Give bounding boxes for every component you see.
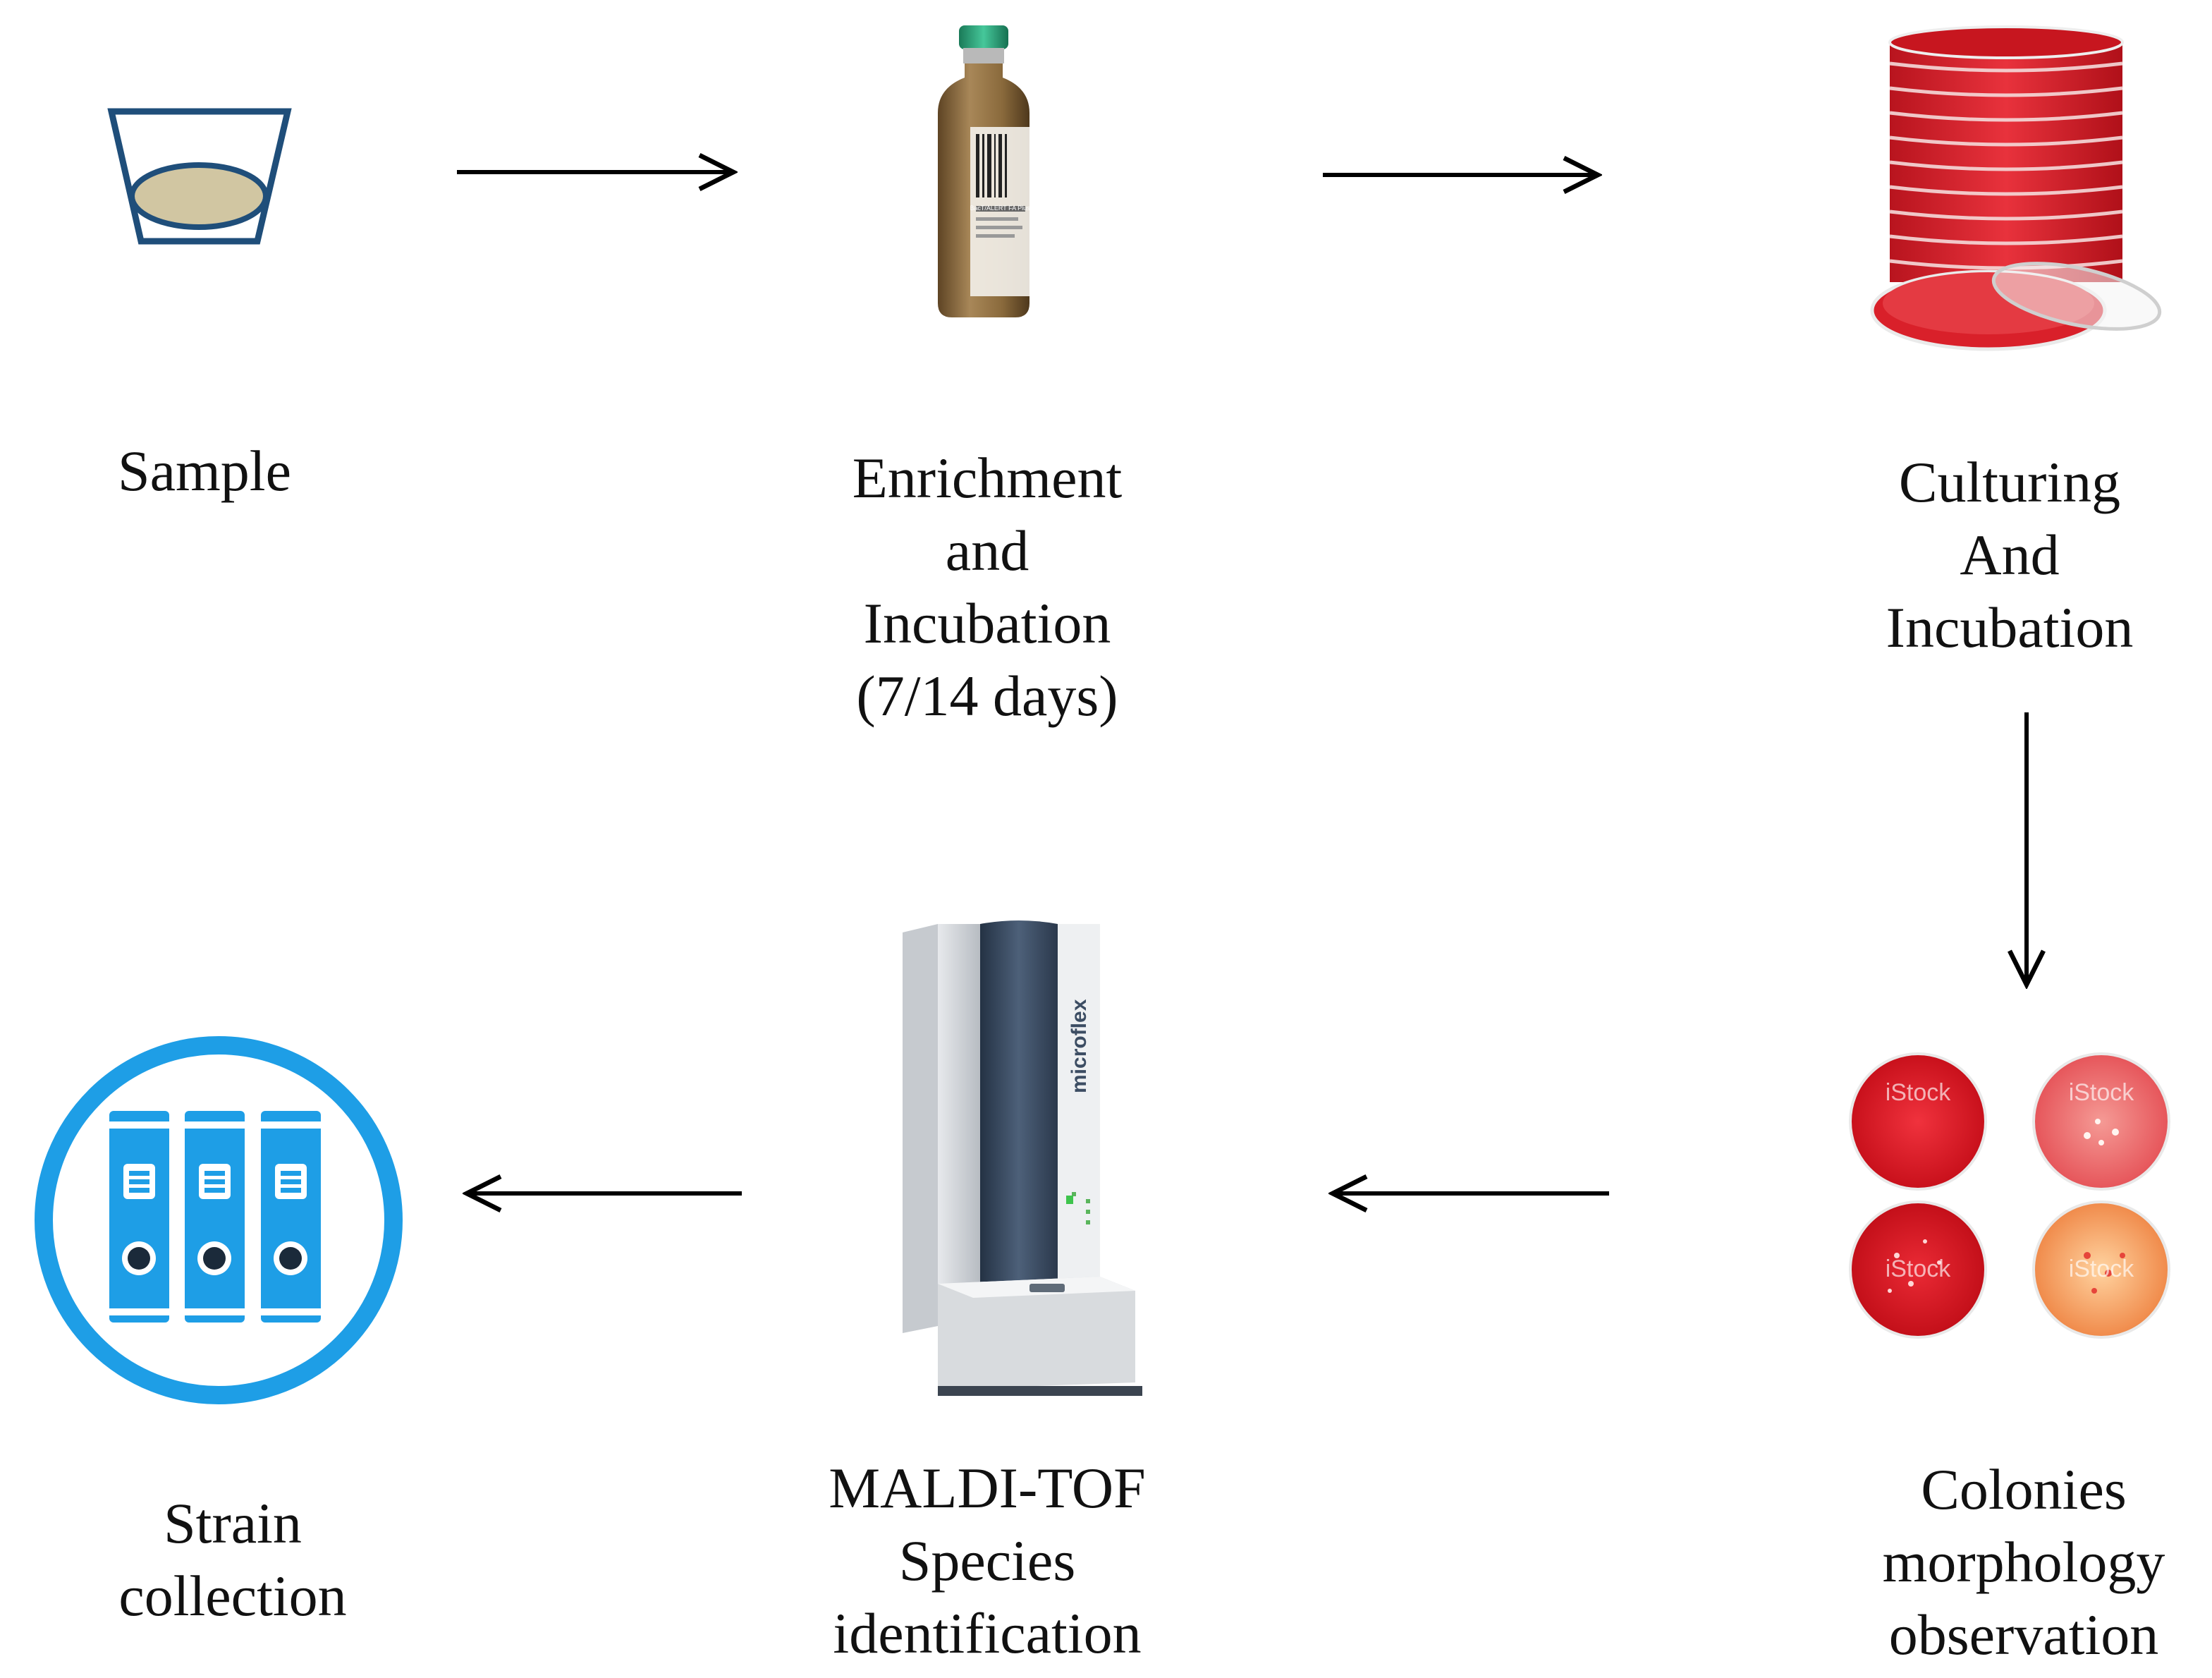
label-colonies: Colonies morphology observation	[1882, 1457, 2165, 1667]
binder-1	[109, 1111, 169, 1323]
label-strain: Strain collection	[118, 1491, 347, 1628]
culture-bottle-icon: BacT/ALERT FA Plus	[938, 25, 1030, 317]
watermark-2: iStock	[2069, 1079, 2135, 1106]
petri-dish-stack-icon	[1870, 25, 2162, 351]
strain-collection-icon	[35, 1036, 403, 1404]
colony-plate-1	[1849, 1052, 1987, 1191]
colony-plate-3	[1849, 1200, 1987, 1339]
watermark-3: iStock	[1886, 1256, 1952, 1282]
label-maldi: MALDI-TOF Species identification	[829, 1456, 1146, 1665]
label-enrichment: Enrichment and Incubation (7/14 days)	[852, 446, 1123, 728]
maldi-tof-instrument-icon: microflex	[903, 920, 1142, 1396]
label-sample: Sample	[118, 439, 291, 503]
binder-2	[185, 1111, 245, 1323]
watermark-1: iStock	[1886, 1079, 1952, 1106]
watermark-4: iStock	[2069, 1256, 2135, 1282]
instrument-brand-text: microflex	[1068, 999, 1091, 1093]
colony-plates-panel: iStock iStock iStock iStock	[1805, 1030, 2200, 1361]
binder-3	[261, 1111, 321, 1323]
label-culturing: Culturing And Incubation	[1886, 450, 2134, 659]
sample-cup-icon	[107, 108, 292, 245]
colony-plate-2	[2032, 1052, 2170, 1191]
bottle-label-text: BacT/ALERT FA Plus	[970, 205, 1030, 212]
colony-plate-4	[2032, 1200, 2170, 1339]
